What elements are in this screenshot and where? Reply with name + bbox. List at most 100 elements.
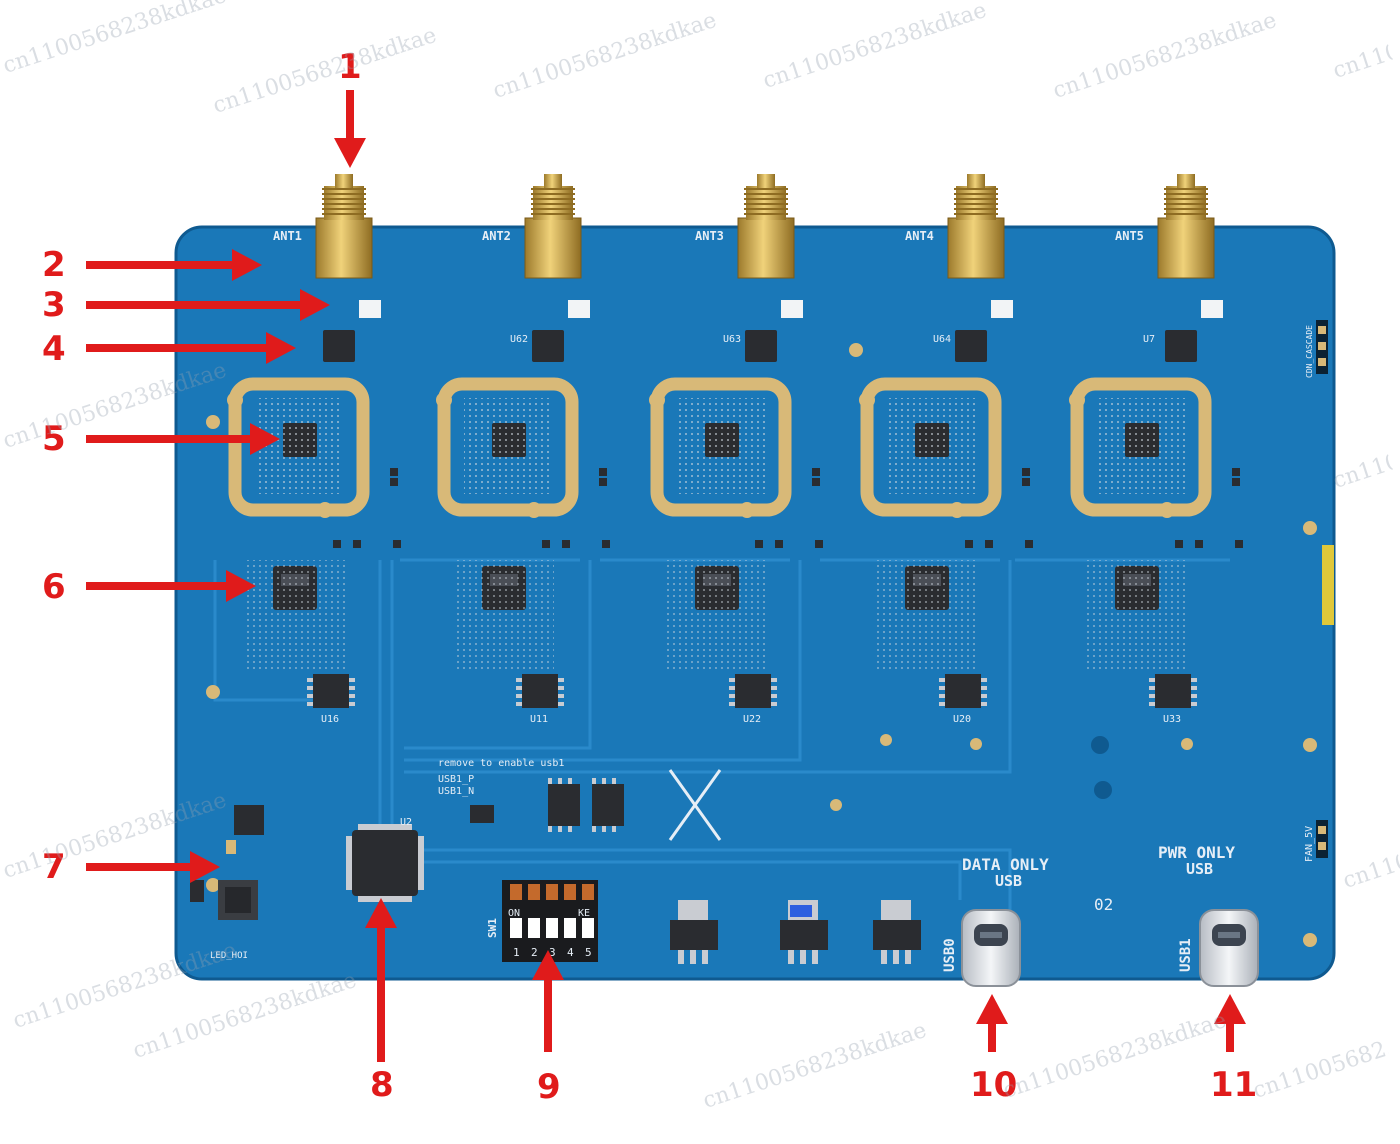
switch-ke-label: KE (578, 908, 590, 919)
data-only-label: DATA ONLY (962, 855, 1049, 874)
small-ic-u3 (470, 805, 494, 823)
voltage-regulators (670, 900, 921, 964)
shield-frame (860, 377, 1002, 517)
sma-connector[interactable] (524, 174, 582, 279)
regulator-label: U33 (1163, 714, 1181, 725)
regulator-chip (313, 674, 349, 708)
switch-number: 1 (513, 946, 520, 959)
pwr-only-usb-label: USB (1186, 860, 1213, 878)
blue-component (790, 905, 812, 917)
regulator-label: U16 (321, 714, 339, 725)
regulator-label: U11 (530, 714, 548, 725)
callout-number-7: 7 (42, 847, 66, 887)
cascade-header (1316, 320, 1328, 374)
sma-connector[interactable] (947, 174, 1005, 279)
sma-connector[interactable] (315, 174, 373, 279)
power-ic (190, 805, 264, 902)
arrow-up (532, 950, 564, 1052)
silkscreen-cross (668, 769, 722, 841)
regulator-chip (1155, 674, 1191, 708)
shield-frame (650, 377, 792, 517)
antenna-label: ANT5 (1115, 229, 1144, 243)
arrow-right (86, 851, 220, 883)
callout-number-5: 5 (42, 419, 66, 459)
regulator-chip (945, 674, 981, 708)
fan-header (1316, 820, 1328, 858)
usb-c-port-usb1[interactable] (1199, 909, 1259, 987)
arrow-right (86, 249, 262, 281)
mounting-pads (206, 343, 1317, 947)
shield-frame (437, 377, 579, 517)
callout-number-8: 8 (370, 1065, 394, 1105)
callout-number-3: 3 (42, 285, 66, 325)
rf-channels: ANT1U16ANT2U62U11ANT3U63U22ANT4U64U20ANT… (227, 174, 1243, 725)
power-inductor (218, 880, 258, 920)
switch-label: SW1 (486, 918, 499, 938)
side-connector (1322, 545, 1334, 625)
callout-number-11: 11 (1210, 1065, 1258, 1105)
switch-on-label: ON (508, 908, 520, 919)
arrow-right (86, 570, 256, 602)
callout-number-6: 6 (42, 567, 66, 607)
arrow-down (334, 90, 366, 168)
arrow-right (86, 289, 330, 321)
dip-switch[interactable] (502, 880, 598, 962)
mcu-label: U2 (400, 817, 412, 828)
shield-frame (228, 377, 370, 517)
usb-n-label: USB1_N (438, 786, 474, 797)
usb-c-port-usb0[interactable] (961, 909, 1021, 987)
switch-number: 4 (567, 946, 574, 959)
lna-chip (1165, 330, 1197, 362)
arrow-up (1214, 994, 1246, 1052)
usb0-label: USB0 (942, 938, 958, 972)
arrow-up (976, 994, 1008, 1052)
lna-chip-label: U64 (933, 334, 951, 345)
data-only-usb-label: USB (995, 872, 1022, 890)
sma-connector[interactable] (1157, 174, 1215, 279)
antenna-label: ANT2 (482, 229, 511, 243)
callout-number-10: 10 (970, 1065, 1018, 1105)
cdn-label: CDN_CASCADE (1305, 325, 1314, 378)
sma-connector[interactable] (737, 174, 795, 279)
lna-chip (323, 330, 355, 362)
usb-mcu (346, 824, 424, 902)
antenna-label: ANT3 (695, 229, 724, 243)
antenna-label: ANT1 (273, 229, 302, 243)
usb-switch-ics (548, 778, 624, 832)
lna-chip-label: U7 (1143, 334, 1155, 345)
regulator-chip (735, 674, 771, 708)
switch-number: 5 (585, 946, 592, 959)
shield-frame (1070, 377, 1212, 517)
switch-number: 2 (531, 946, 538, 959)
switch-number: 3 (549, 946, 556, 959)
regulator-label: U20 (953, 714, 971, 725)
led-label: LED_HOI (210, 951, 248, 961)
arrow-up (365, 898, 397, 1062)
callout-number-4: 4 (42, 329, 66, 369)
pwr-only-label: PWR ONLY (1158, 843, 1235, 862)
large-vias (1091, 736, 1112, 799)
antenna-label: ANT4 (905, 229, 934, 243)
fan-label: FAN_5V (1304, 826, 1315, 862)
arrow-right (86, 332, 296, 364)
callout-arrows (86, 90, 1246, 1062)
callout-number-9: 9 (537, 1067, 561, 1107)
lna-chip-label: U63 (723, 334, 741, 345)
board-id-label: 02 (1094, 895, 1113, 914)
lna-chip-label: U62 (510, 334, 528, 345)
arrow-right (86, 423, 280, 455)
lna-chip (532, 330, 564, 362)
lna-chip (745, 330, 777, 362)
pads-note: remove to enable usb1 (438, 758, 564, 769)
usb1-label: USB1 (1178, 938, 1194, 972)
regulator-chip (522, 674, 558, 708)
lna-chip (955, 330, 987, 362)
usb-p-label: USB1_P (438, 774, 474, 785)
